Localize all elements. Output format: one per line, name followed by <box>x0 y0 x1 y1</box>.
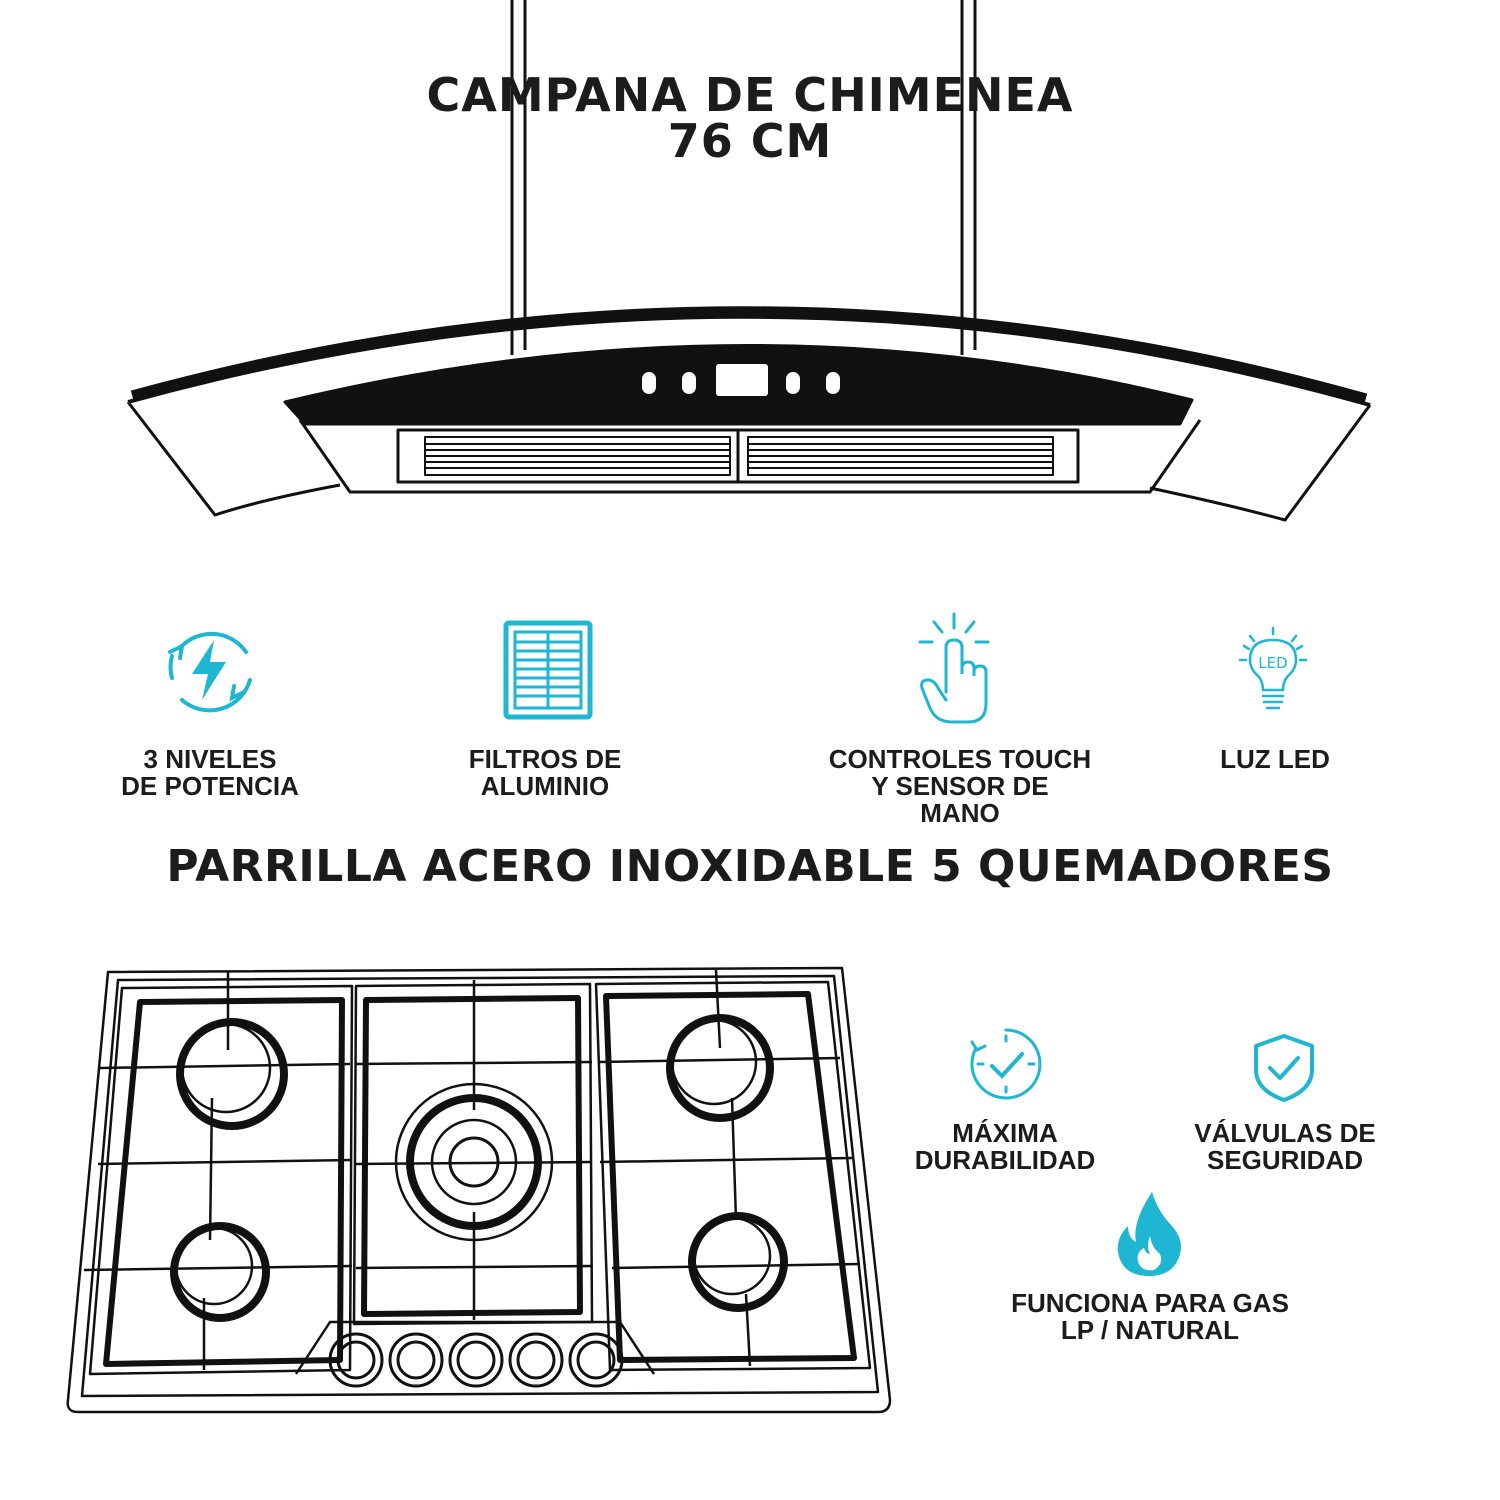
feature-aluminum-filters-line1: FILTROS DE <box>468 744 622 774</box>
hood-title-line2: 76 CM <box>667 114 833 168</box>
lightning-cycle-icon <box>158 622 258 717</box>
feature-touch-controls-line2: Y SENSOR DE <box>871 771 1049 801</box>
hood-title-line1: CAMPANA DE CHIMENEA <box>426 68 1074 122</box>
svg-text:LED: LED <box>1258 654 1287 672</box>
feature-led-light-line1: LUZ LED <box>1220 744 1330 774</box>
feature-durability: MÁXIMA DURABILIDAD <box>890 1120 1120 1174</box>
feature-aluminum-filters: FILTROS DE ALUMINIO <box>410 746 680 800</box>
feature-power-levels-line1: 3 NIVELES <box>143 744 277 774</box>
feature-aluminum-filters-line2: ALUMINIO <box>480 771 610 801</box>
stove-title: PARRILLA ACERO INOXIDABLE 5 QUEMADORES <box>166 841 1334 892</box>
feature-safety-valves-line1: VÁLVULAS DE <box>1194 1118 1376 1148</box>
feature-safety-valves-line2: SEGURIDAD <box>1206 1145 1363 1175</box>
stove-illustration <box>60 950 900 1420</box>
hood-illustration <box>0 0 1500 560</box>
feature-touch-controls: CONTROLES TOUCH Y SENSOR DE MANO <box>800 746 1120 827</box>
feature-gas-type: FUNCIONA PARA GAS LP / NATURAL <box>990 1290 1310 1344</box>
feature-gas-type-line2: LP / NATURAL <box>1060 1315 1240 1345</box>
feature-gas-type-line1: FUNCIONA PARA GAS <box>1011 1288 1289 1318</box>
hood-title: CAMPANA DE CHIMENEA 76 CM <box>300 72 1200 164</box>
feature-touch-controls-line1: CONTROLES TOUCH <box>828 744 1092 774</box>
feature-led-light: LUZ LED <box>1170 746 1380 773</box>
filter-grid-icon <box>503 620 593 720</box>
led-bulb-icon: LED <box>1236 626 1310 716</box>
feature-safety-valves: VÁLVULAS DE SEGURIDAD <box>1170 1120 1400 1174</box>
feature-power-levels-line2: DE POTENCIA <box>121 771 299 801</box>
flame-icon <box>1114 1190 1184 1278</box>
touch-hand-icon <box>912 612 994 726</box>
shield-check-icon <box>1250 1032 1318 1104</box>
feature-durability-line1: MÁXIMA <box>952 1118 1058 1148</box>
feature-durability-line2: DURABILIDAD <box>914 1145 1096 1175</box>
clock-check-icon <box>968 1026 1044 1102</box>
feature-power-levels: 3 NIVELES DE POTENCIA <box>80 746 340 800</box>
feature-touch-controls-line3: MANO <box>920 798 1000 828</box>
